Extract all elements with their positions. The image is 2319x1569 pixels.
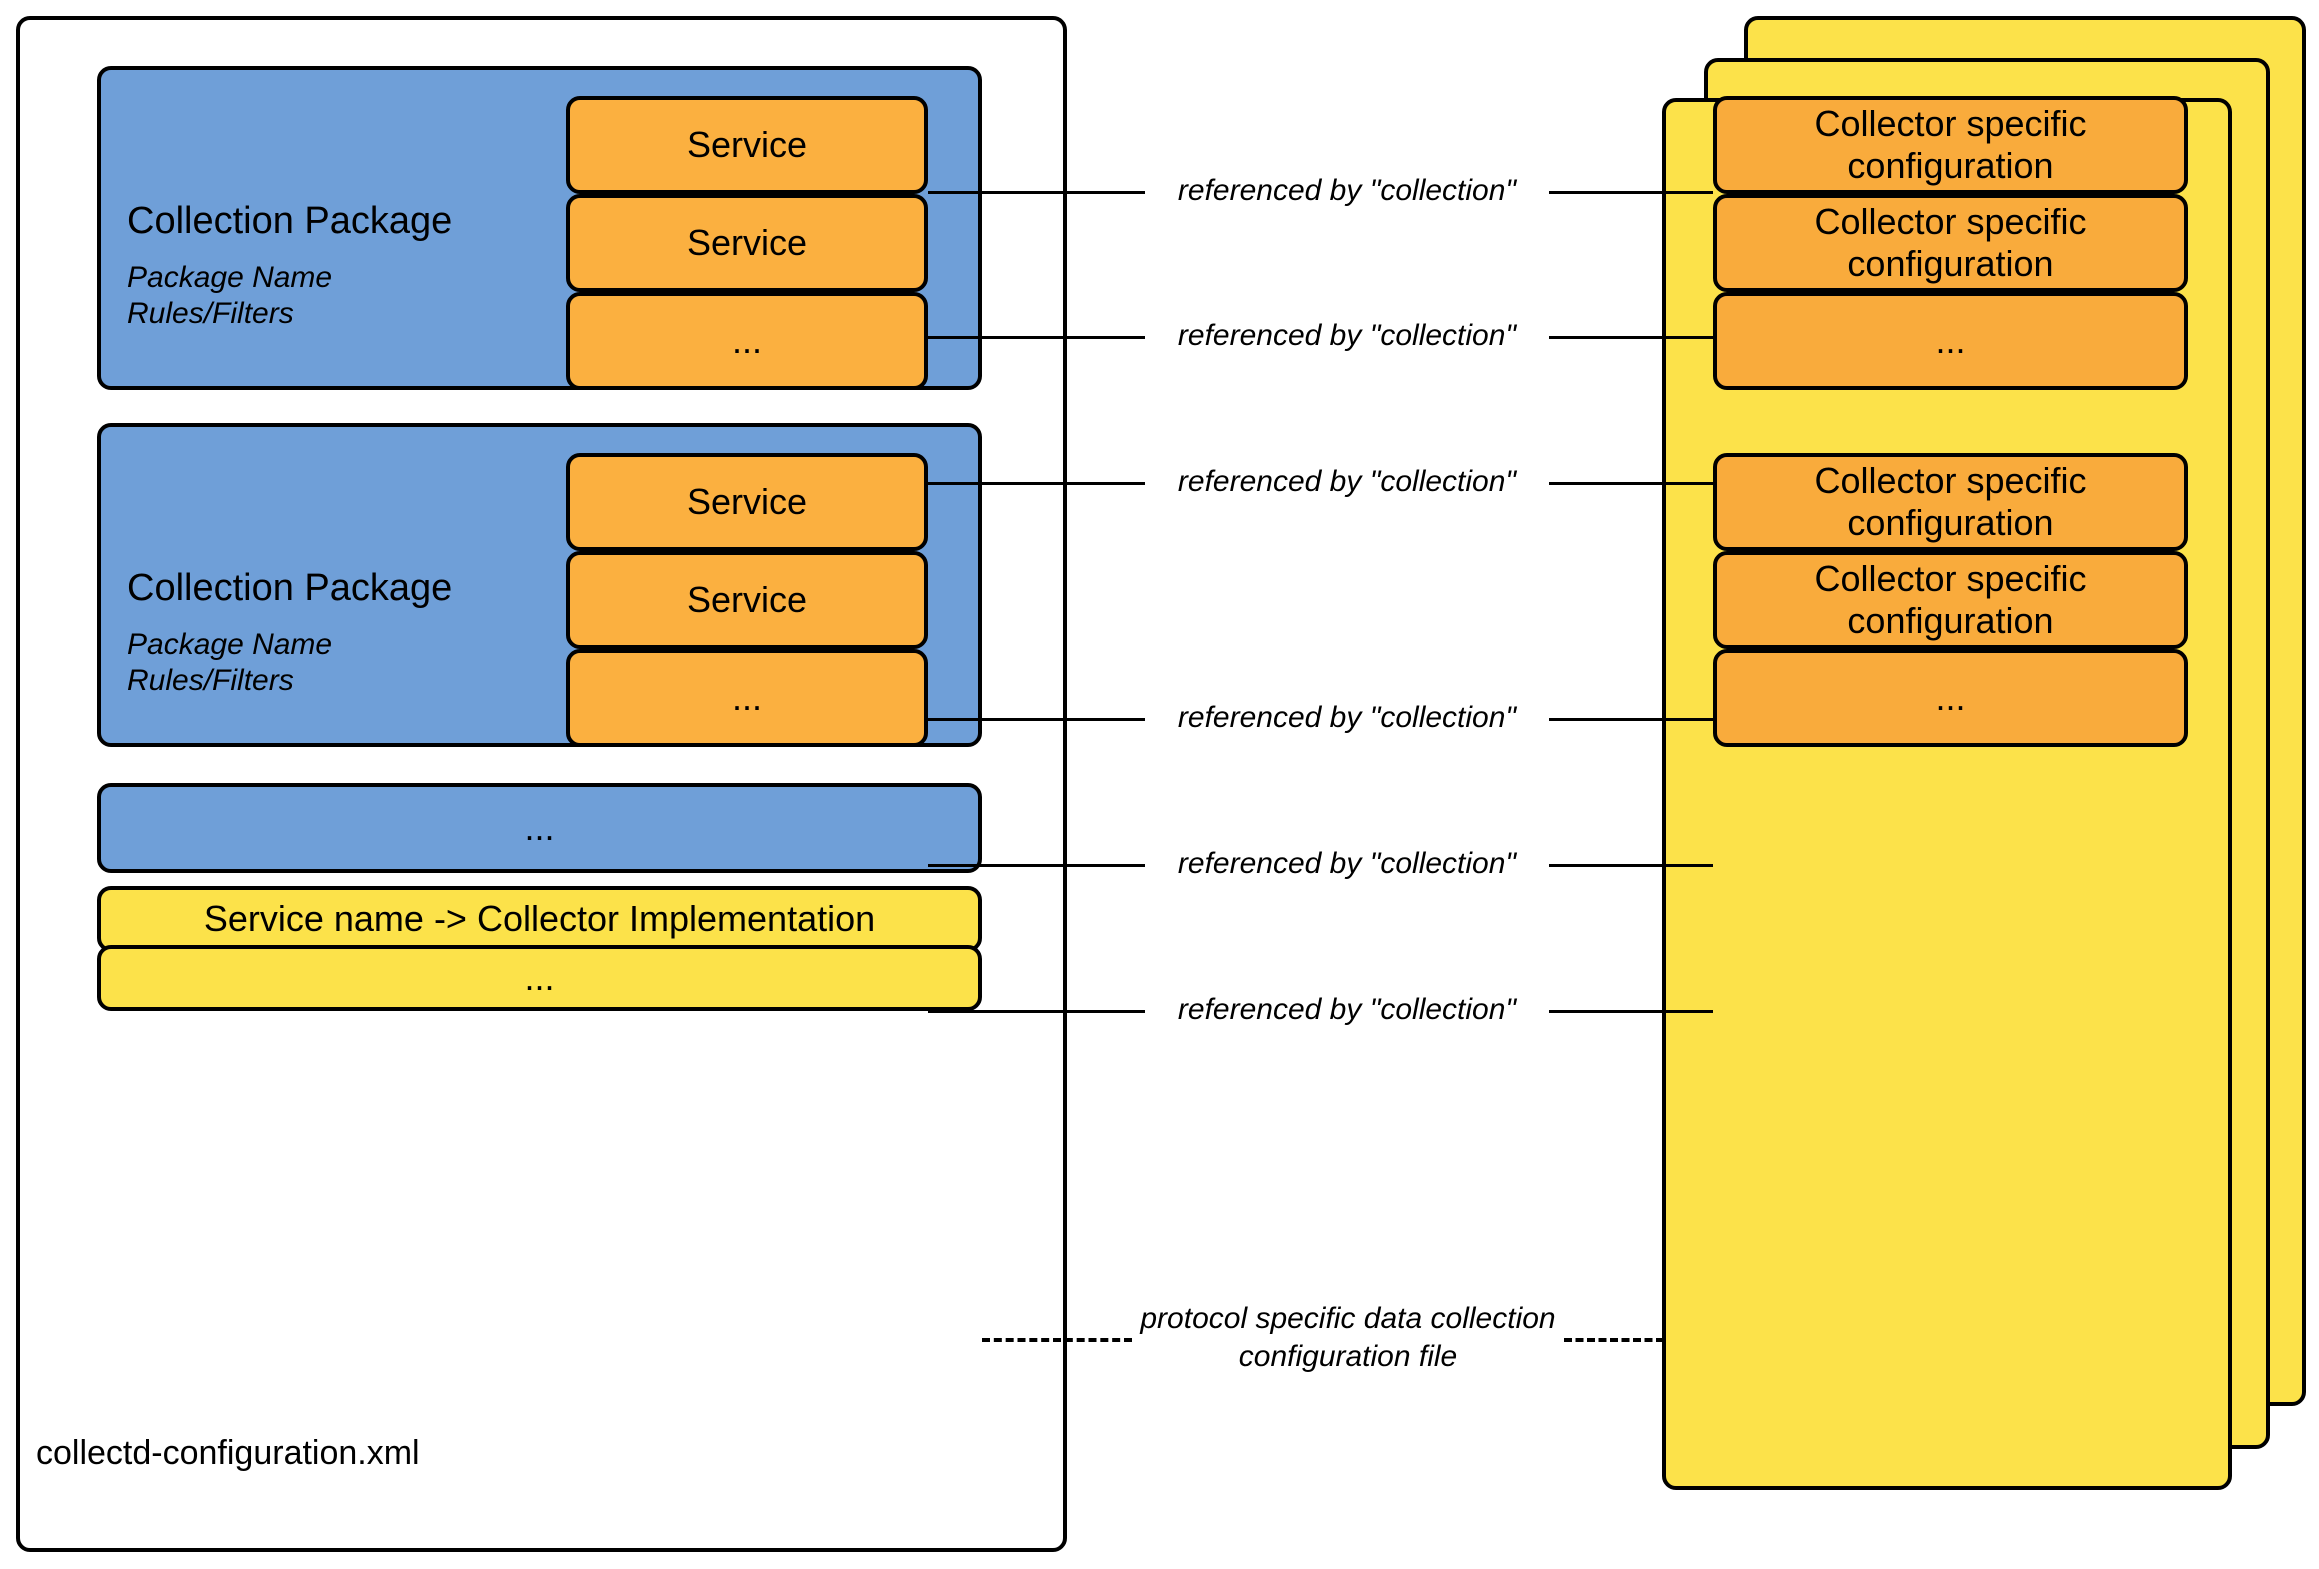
connector-line-5-right bbox=[1549, 864, 1713, 867]
connector-line-1-left bbox=[928, 191, 1145, 194]
service-box-4[interactable]: Service bbox=[566, 453, 928, 551]
collection-package-2-rules-filters: Rules/Filters bbox=[127, 664, 294, 697]
collector-specific-configuration-5[interactable]: Collector specific configuration bbox=[1713, 551, 2188, 649]
protocol-connector-label-line2: configuration file bbox=[1238, 1340, 1458, 1373]
collection-package-1-rules-filters: Rules/Filters bbox=[127, 297, 294, 330]
protocol-connector-dashed-right bbox=[1564, 1338, 1664, 1342]
collection-package-1-title: Collection Package bbox=[127, 200, 453, 242]
connector-line-4-right bbox=[1549, 718, 1713, 721]
connector-line-2-left bbox=[928, 336, 1145, 339]
connector-label-4: referenced by "collection" bbox=[1177, 701, 1517, 734]
collection-package-1-package-name: Package Name bbox=[127, 261, 333, 294]
collection-package-ellipsis-strip[interactable]: ... bbox=[97, 783, 982, 873]
collector-specific-configuration-4[interactable]: Collector specific configuration bbox=[1713, 453, 2188, 551]
connector-label-1: referenced by "collection" bbox=[1177, 174, 1517, 207]
connector-line-3-left bbox=[928, 482, 1145, 485]
collector-specific-configuration-3-ellipsis[interactable]: ... bbox=[1713, 292, 2188, 390]
connector-label-3: referenced by "collection" bbox=[1177, 465, 1517, 498]
collector-specific-configuration-1[interactable]: Collector specific configuration bbox=[1713, 96, 2188, 194]
service-box-5[interactable]: Service bbox=[566, 551, 928, 649]
collection-package-1-subtitle: Package Name Rules/Filters bbox=[127, 260, 332, 332]
protocol-connector-label-line1: protocol specific data collection bbox=[1140, 1302, 1556, 1335]
connector-line-4-left bbox=[928, 718, 1145, 721]
connector-line-6-right bbox=[1549, 1010, 1713, 1013]
connector-line-6-left bbox=[928, 1010, 1145, 1013]
connector-line-1-right bbox=[1549, 191, 1713, 194]
service-box-3-ellipsis[interactable]: ... bbox=[566, 292, 928, 390]
service-box-6-ellipsis[interactable]: ... bbox=[566, 649, 928, 747]
connector-label-6: referenced by "collection" bbox=[1177, 993, 1517, 1026]
protocol-connector-label: protocol specific data collection config… bbox=[1132, 1300, 1564, 1376]
collection-package-2-subtitle: Package Name Rules/Filters bbox=[127, 627, 332, 699]
connector-label-5: referenced by "collection" bbox=[1177, 847, 1517, 880]
connector-line-5-left bbox=[928, 864, 1145, 867]
panel-caption-collectd-configuration-xml: collectd-configuration.xml bbox=[36, 1434, 420, 1472]
service-box-1[interactable]: Service bbox=[566, 96, 928, 194]
protocol-connector-dashed-left bbox=[982, 1338, 1132, 1342]
connector-label-2: referenced by "collection" bbox=[1177, 319, 1517, 352]
collector-specific-configuration-2[interactable]: Collector specific configuration bbox=[1713, 194, 2188, 292]
connector-line-2-right bbox=[1549, 336, 1713, 339]
service-name-collector-mapping-ellipsis[interactable]: ... bbox=[97, 945, 982, 1011]
connector-line-3-right bbox=[1549, 482, 1713, 485]
collection-package-2-package-name: Package Name bbox=[127, 628, 333, 661]
collector-specific-configuration-6-ellipsis[interactable]: ... bbox=[1713, 649, 2188, 747]
collection-package-2-title: Collection Package bbox=[127, 567, 453, 609]
service-name-collector-mapping-strip[interactable]: Service name -> Collector Implementation bbox=[97, 886, 982, 952]
service-box-2[interactable]: Service bbox=[566, 194, 928, 292]
